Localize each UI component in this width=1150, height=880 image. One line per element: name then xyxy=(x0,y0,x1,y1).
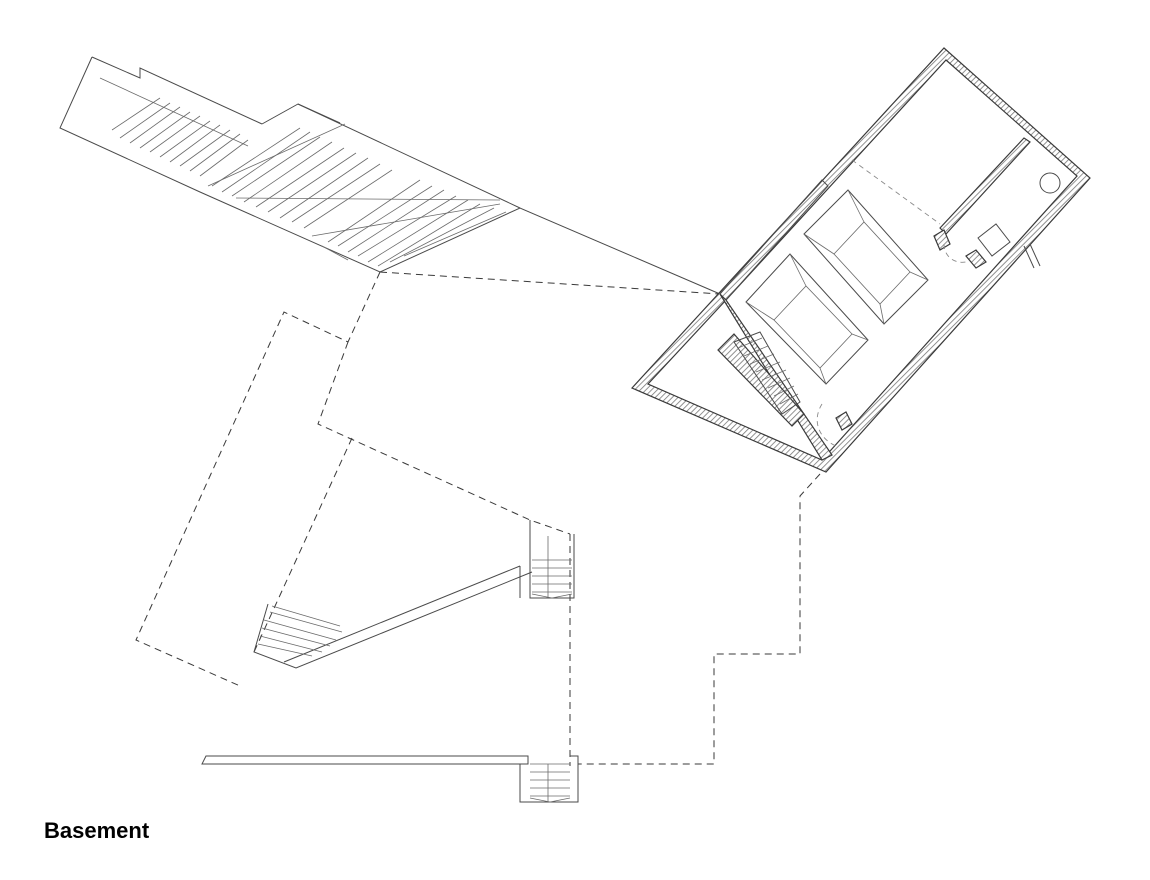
plan-caption: Basement xyxy=(44,818,150,843)
round-fixture-icon xyxy=(1039,172,1061,194)
lower-wall-and-stair xyxy=(201,755,579,803)
car-left xyxy=(745,253,869,385)
lower-left-stair xyxy=(253,565,533,669)
square-fixture-icon xyxy=(977,223,1011,257)
site-outline-dashed xyxy=(135,271,821,766)
car-right xyxy=(803,189,929,325)
upper-stair-ramp xyxy=(59,56,721,295)
stair-treads-upper-middle xyxy=(211,127,393,229)
stair-treads-upper-right xyxy=(327,179,507,267)
stair-small-upper xyxy=(519,520,575,599)
basement-building xyxy=(630,47,1091,473)
stair-treads-upper-left xyxy=(111,97,249,177)
interior-stair xyxy=(717,331,805,427)
